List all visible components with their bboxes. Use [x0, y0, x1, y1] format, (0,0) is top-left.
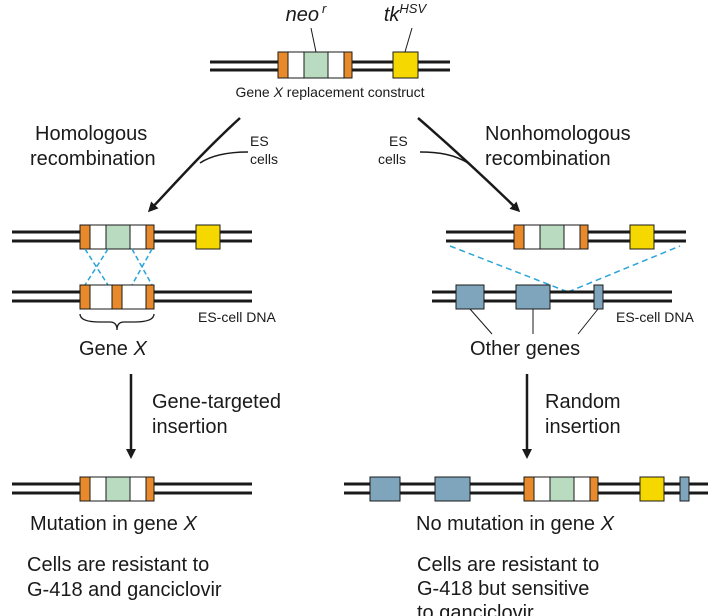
mutation-label: Mutation in gene X — [30, 513, 197, 535]
tk-gene-box-right — [629, 224, 655, 250]
gene-x-label: Gene X — [79, 338, 147, 360]
insertion-label-right: insertion — [545, 416, 621, 438]
right-result-dna — [344, 476, 708, 502]
no-mutation-label: No mutation in gene X — [416, 513, 615, 535]
recombination-label-right: recombination — [485, 148, 611, 170]
es-cells-label-left: ES — [250, 133, 269, 149]
other-gene-box-2 — [515, 284, 551, 310]
right-outcome-line1: Cells are resistant to — [417, 554, 599, 576]
right-outcome-line2: G-418 but sensitive — [417, 578, 589, 600]
homology-arm-right — [343, 51, 353, 79]
other-gene-box-6 — [679, 476, 690, 502]
es-cells-label-right-2: cells — [378, 151, 406, 167]
left-es-dna — [12, 284, 252, 310]
other-genes-pointers — [469, 308, 599, 335]
random-label: Random — [545, 391, 621, 413]
other-gene-box-5 — [434, 476, 471, 502]
homologous-label: Homologous — [35, 123, 147, 145]
x-segment-right — [327, 51, 345, 79]
gene-x-brace — [79, 313, 155, 331]
left-outcome-line1: Cells are resistant to — [27, 554, 209, 576]
crossover-lines-left — [84, 248, 153, 286]
other-gene-box-3 — [593, 284, 604, 310]
recombination-label-left: recombination — [30, 148, 156, 170]
homology-arm-left — [277, 51, 289, 79]
other-genes-label: Other genes — [470, 338, 580, 360]
crossover-lines-right — [449, 245, 681, 293]
es-cells-label-left-2: cells — [250, 151, 278, 167]
right-outcome-line3: to ganciclovir — [417, 602, 534, 616]
es-cell-dna-label-right: ES-cell DNA — [616, 309, 694, 325]
x-segment-left — [287, 51, 305, 79]
tk-gene-box-left — [195, 224, 221, 250]
right-es-dna — [432, 284, 672, 310]
construct-caption: Gene X replacement construct — [235, 84, 424, 100]
gene-targeted-label: Gene-targeted — [152, 391, 281, 413]
nonhomologous-label: Nonhomologous — [485, 123, 631, 145]
other-gene-box-1 — [455, 284, 485, 310]
left-result-dna — [12, 476, 252, 502]
right-construct — [446, 224, 686, 250]
es-cell-dna-label-left: ES-cell DNA — [198, 309, 276, 325]
tk-gene-box-result — [639, 476, 665, 502]
es-cells-label-right: ES — [389, 133, 408, 149]
other-gene-box-4 — [369, 476, 401, 502]
left-branch-arrow — [147, 117, 249, 213]
insertion-label-left: insertion — [152, 416, 228, 438]
tk-gene-box — [392, 51, 419, 79]
left-construct — [12, 224, 252, 250]
left-outcome-line2: G-418 and ganciclovir — [27, 579, 222, 601]
right-branch-arrow — [417, 117, 521, 213]
neo-gene-box — [303, 51, 329, 79]
tk-label: tkHSV — [384, 1, 428, 26]
